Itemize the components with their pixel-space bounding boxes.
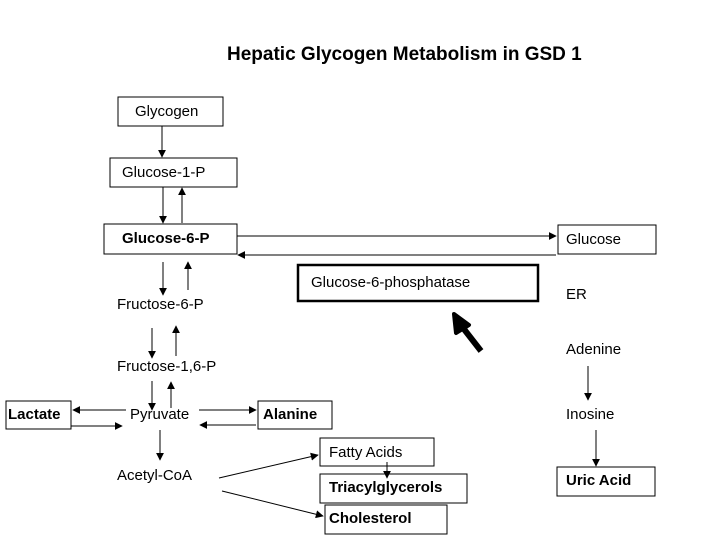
node-fructose-1-6-p: Fructose-1,6-P [117, 358, 217, 375]
glycogen-box [117, 96, 224, 127]
node-pyruvate: Pyruvate [130, 406, 190, 423]
glucose-1-p-box [109, 157, 238, 188]
node-fructose-6-p: Fructose-6-P [117, 296, 204, 313]
lactate-box [5, 400, 72, 430]
node-er: ER [566, 286, 587, 303]
bold-pointer-arrowhead [452, 312, 471, 335]
cholesterol-box [324, 504, 448, 535]
uric-acid-box [556, 466, 656, 497]
arrow-acetyl-coa-to-fatty-acids [218, 452, 319, 479]
glucose-6-p-box [103, 223, 238, 255]
node-uric-acid: Uric Acid [566, 472, 632, 489]
node-glycogen: Glycogen [135, 103, 199, 120]
node-glucose-1-p: Glucose-1-P [122, 164, 206, 181]
triacylglycerols-box [319, 473, 468, 504]
node-triacylglycerols: Triacylglycerols [329, 479, 443, 496]
node-glucose: Glucose [566, 231, 622, 248]
glucose-6-phosphatase-box [296, 263, 540, 303]
node-acetyl-coa: Acetyl-CoA [117, 467, 193, 484]
node-fatty-acids: Fatty Acids [329, 444, 403, 461]
alanine-box [257, 400, 333, 430]
node-cholesterol: Cholesterol [329, 510, 412, 527]
node-glucose-6-p: Glucose-6-P [122, 230, 210, 247]
node-lactate: Lactate [8, 406, 61, 423]
node-adenine: Adenine [566, 341, 622, 358]
fatty-acids-box [319, 437, 435, 467]
node-alanine: Alanine [263, 406, 318, 423]
diagram-title: Hepatic Glycogen Metabolism in GSD 1 [227, 44, 582, 65]
arrow-acetyl-coa-to-cholesterol [221, 490, 324, 519]
glucose-box [557, 224, 657, 255]
node-inosine: Inosine [566, 406, 615, 423]
node-glucose-6-phosphatase: Glucose-6-phosphatase [311, 274, 471, 291]
